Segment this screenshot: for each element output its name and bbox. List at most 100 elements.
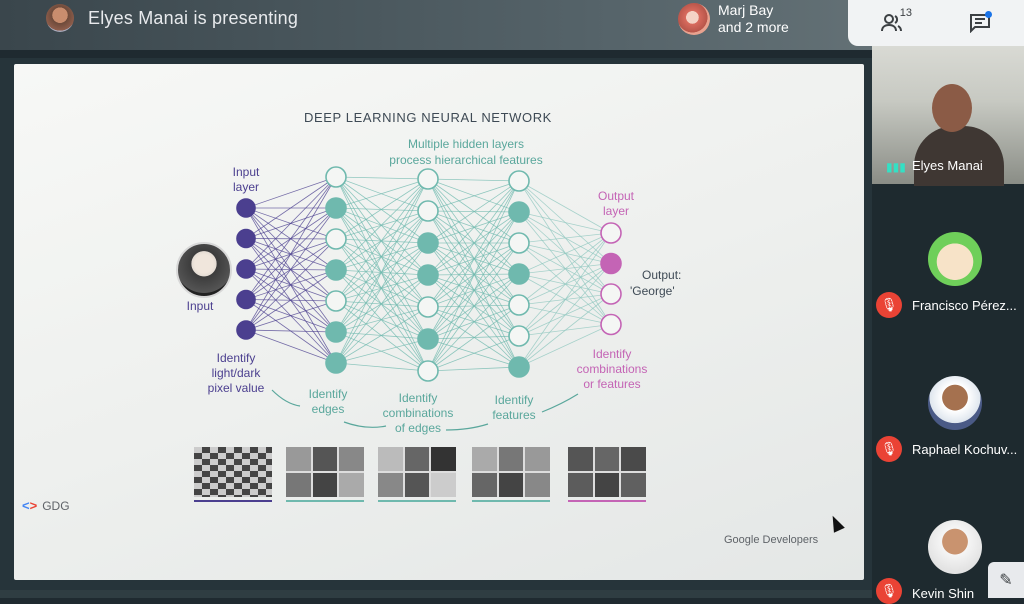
connection-line xyxy=(518,293,612,368)
output-layer-label-1: Output xyxy=(598,189,635,203)
network-node xyxy=(236,228,256,249)
participant-name: Kevin Shin xyxy=(912,586,975,601)
connection-line xyxy=(518,232,612,244)
connection-line xyxy=(427,180,520,340)
viewer-avatar xyxy=(678,3,710,35)
connection-line xyxy=(335,269,429,276)
step3-label-1: Identify xyxy=(399,391,438,405)
feature-thumb-features xyxy=(472,447,550,502)
step1-label-2: light/dark xyxy=(212,366,262,380)
hidden-layers-label-1: Multiple hidden layers xyxy=(408,137,524,151)
connection-line xyxy=(335,176,429,308)
network-node xyxy=(417,296,439,318)
network-connections xyxy=(245,176,612,372)
connection-line xyxy=(335,176,429,244)
chat-unread-dot xyxy=(985,11,992,18)
arrow-2 xyxy=(343,421,387,428)
connection-line xyxy=(335,207,429,276)
network-node xyxy=(600,222,622,244)
arrow-3 xyxy=(445,423,489,431)
connection-line xyxy=(427,178,520,275)
meeting-actions: 13 xyxy=(848,0,1024,46)
bottom-strip xyxy=(0,590,872,598)
connection-line xyxy=(427,210,520,275)
input-layer-label-1: Input xyxy=(233,165,260,179)
participant-tile-active[interactable]: ▮▮▮ Elyes Manai xyxy=(872,46,1024,186)
feature-thumb-edges xyxy=(286,447,364,502)
mic-off-icon: 🎙 xyxy=(876,292,902,318)
connection-line xyxy=(427,180,520,244)
connection-line xyxy=(427,242,520,306)
output-caption-1: Output: xyxy=(642,268,681,282)
pin-button[interactable]: ✎ xyxy=(988,562,1024,598)
network-node xyxy=(325,228,347,250)
connection-line xyxy=(427,242,520,337)
participant-tile[interactable]: 🎙 Francisco Pérez... xyxy=(872,224,1024,344)
participant-avatar xyxy=(928,520,982,574)
connection-line xyxy=(335,242,429,364)
pin-icon: ✎ xyxy=(999,572,1013,589)
connection-line xyxy=(427,211,520,372)
step1-label-3: pixel value xyxy=(208,381,265,395)
connection-line xyxy=(335,176,429,212)
network-node xyxy=(236,289,256,310)
connection-line xyxy=(518,232,612,368)
connection-line xyxy=(335,207,429,244)
presenter-indicator: Elyes Manai is presenting xyxy=(46,4,298,32)
chat-button[interactable] xyxy=(958,3,1002,43)
network-node xyxy=(417,328,439,350)
gdg-logo: <> GDG xyxy=(22,498,70,513)
mic-off-icon: 🎙 xyxy=(876,436,902,462)
network-node xyxy=(508,232,530,254)
connection-line xyxy=(335,362,429,372)
participant-tile[interactable]: 🎙 Raphael Kochuv... xyxy=(872,368,1024,488)
connection-line xyxy=(335,238,429,308)
participant-tile[interactable]: 🎙 Kevin Shin xyxy=(872,516,1024,604)
connection-line xyxy=(427,242,520,368)
network-node xyxy=(325,352,347,374)
participant-video xyxy=(872,46,1024,186)
step2-label-1: Identify xyxy=(309,387,348,401)
network-node xyxy=(325,321,347,343)
slide-title: DEEP LEARNING NEURAL NETWORK xyxy=(304,110,552,125)
connection-line xyxy=(335,207,429,308)
connection-line xyxy=(335,300,429,308)
flow-arrows xyxy=(271,389,579,431)
connection-line xyxy=(427,335,520,372)
step3-label-2: combinations xyxy=(383,406,454,420)
network-node xyxy=(236,320,256,340)
network-node xyxy=(600,313,622,336)
connection-line xyxy=(427,304,520,308)
connection-line xyxy=(518,232,612,275)
participants-button[interactable]: 13 xyxy=(870,3,914,43)
step4-label-1: Identify xyxy=(495,393,534,407)
neural-network-diagram: Multiple hidden layers process hierarchi… xyxy=(187,137,682,435)
connection-line xyxy=(245,329,337,364)
viewers-summary[interactable]: Marj Bay and 2 more xyxy=(678,2,789,36)
network-node xyxy=(236,259,256,279)
network-node xyxy=(508,325,530,347)
connection-line xyxy=(335,207,429,212)
network-node xyxy=(325,259,347,281)
connection-line xyxy=(518,232,612,306)
connection-line xyxy=(335,269,429,340)
connection-line xyxy=(427,274,520,368)
gdg-label: GDG xyxy=(42,498,70,513)
viewer-name: Marj Bay xyxy=(718,2,774,18)
connection-line xyxy=(335,207,429,340)
arrow-1 xyxy=(271,389,301,407)
output-layer-label-2: layer xyxy=(603,204,629,218)
participant-avatar xyxy=(928,376,982,430)
connection-line xyxy=(245,176,337,300)
audio-wave-icon: ▮▮▮ xyxy=(886,160,906,174)
presenter-text: Elyes Manai is presenting xyxy=(88,7,299,28)
connection-line xyxy=(427,306,520,337)
connection-line xyxy=(335,306,429,364)
connection-line xyxy=(427,273,520,276)
connection-line xyxy=(427,273,520,372)
participants-count: 13 xyxy=(899,7,912,19)
connection-line xyxy=(518,263,612,368)
connection-line xyxy=(427,178,520,306)
gdg-brackets-icon: <> xyxy=(22,498,38,513)
presentation-area: DEEP LEARNING NEURAL NETWORK Multiple hi… xyxy=(0,58,872,594)
